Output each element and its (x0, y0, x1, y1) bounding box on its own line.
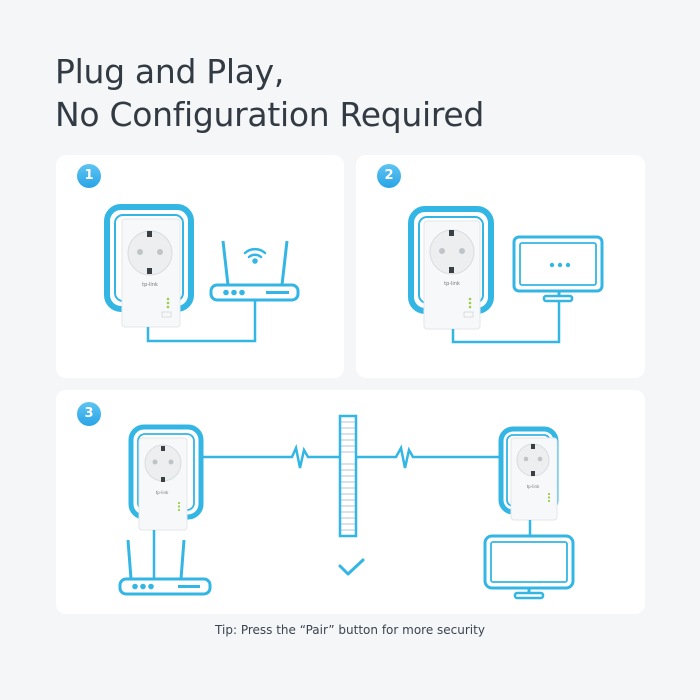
monitor-icon (483, 534, 575, 600)
powerline-adapter-icon: tp-link (104, 204, 194, 328)
step-1-card: 1 tp-link (56, 155, 344, 378)
wall-icon (338, 414, 358, 538)
router-icon (118, 539, 212, 596)
title-line-2: No Configuration Required (55, 95, 485, 134)
powerline-adapter-icon: tp-link (498, 426, 559, 521)
step-3-card: 3 tp-link (56, 390, 645, 614)
powerline-adapter-icon: tp-link (128, 424, 204, 531)
step-3-badge: 3 (77, 402, 101, 426)
powerline-adapter-icon: tp-link (408, 206, 494, 330)
step-3-illustration: tp-link (118, 414, 575, 600)
svg-text:tp-link: tp-link (444, 281, 460, 287)
svg-text:tp-link: tp-link (142, 282, 158, 288)
step-2-card: 2 tp-link (356, 155, 645, 378)
title-line-1: Plug and Play, (55, 52, 285, 91)
page-title: Plug and Play, No Configuration Required (55, 50, 484, 136)
step-1-badge: 1 (77, 164, 101, 188)
wifi-icon (243, 248, 267, 264)
step-1-illustration: tp-link (104, 204, 300, 343)
svg-text:tp-link: tp-link (527, 484, 540, 489)
svg-text:tp-link: tp-link (156, 490, 169, 495)
router-icon (209, 240, 300, 302)
check-icon (338, 558, 365, 576)
step-2-badge: 2 (377, 164, 401, 188)
monitor-icon (512, 235, 604, 303)
step-2-illustration: tp-link (408, 206, 604, 344)
pair-tip-text: Tip: Press the “Pair” button for more se… (215, 623, 485, 637)
